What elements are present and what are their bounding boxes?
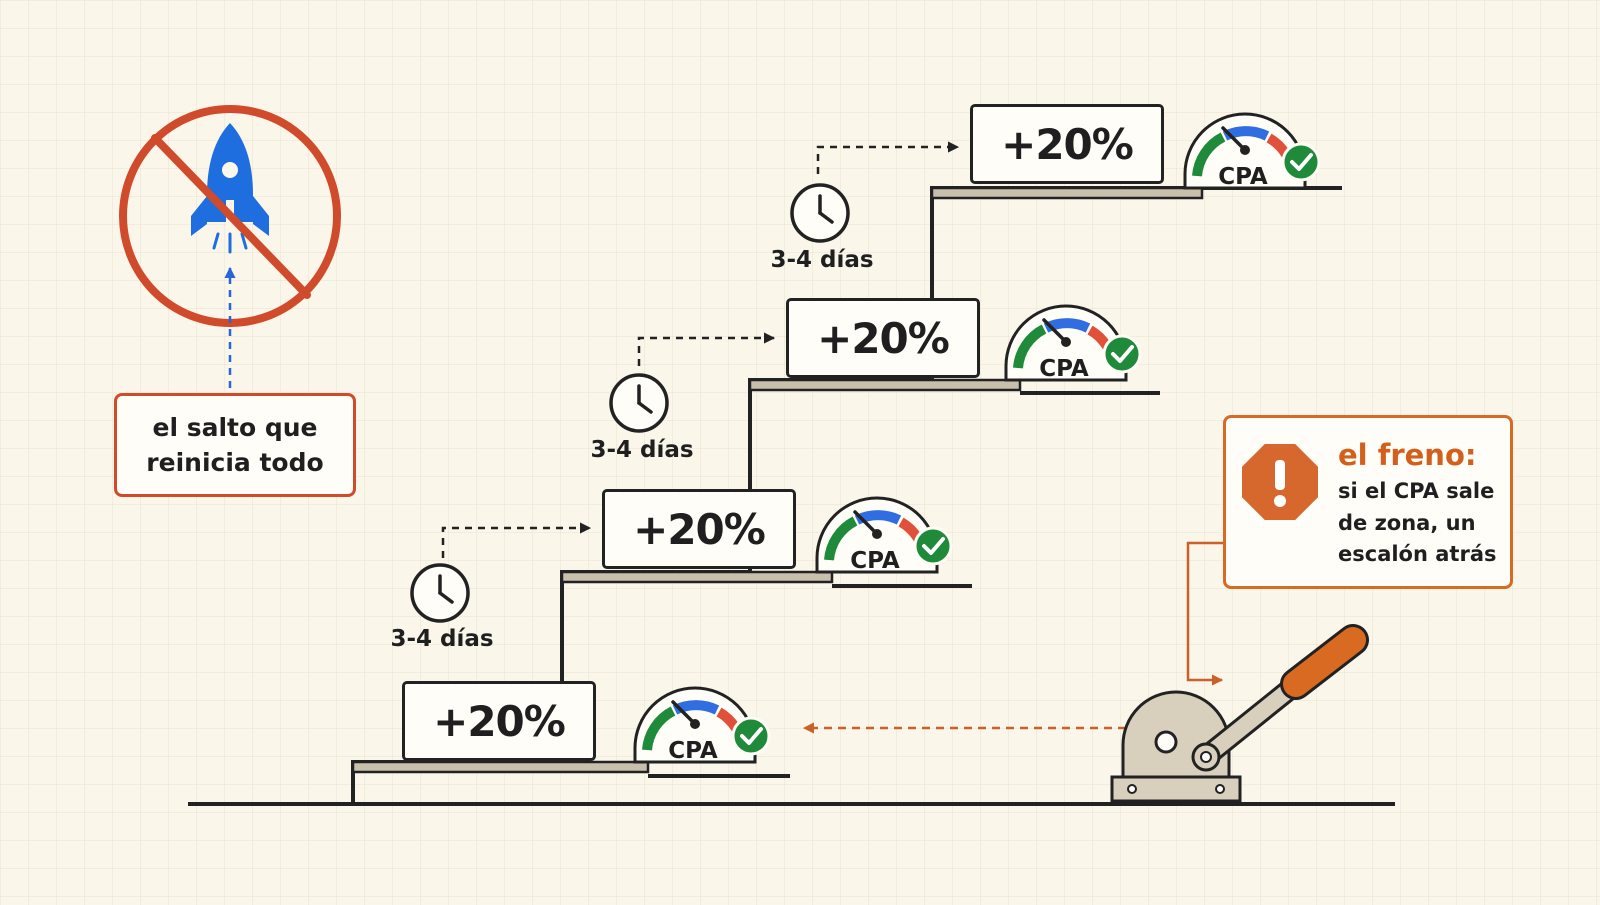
gauge-cpa-label: CPA [1039,356,1089,382]
gauge-cpa-label: CPA [850,548,900,574]
brake-title: el freno: [1338,438,1477,472]
brake-callout-arrow [1186,541,1224,686]
brake-text: si el CPA sale de zona, un escalón atrás [1338,479,1497,566]
wait-arrow-3 [816,141,960,174]
gauge-cpa-label: CPA [1218,164,1268,190]
checkmark-icon [1281,142,1321,182]
brake-lever-icon [1110,624,1369,803]
clock-icon [790,183,850,243]
rocket-note-line1: el salto que [152,412,318,442]
rocket-note-line2: reinicia todo [146,448,324,477]
wait-label: 3-4 días [770,247,874,273]
step-platform-2 [560,570,972,588]
gauge-icon: CPA [1004,304,1142,382]
step-platform-4 [930,186,1204,200]
gauge-icon: CPA [815,496,953,574]
step-increase-box: +20% [402,681,596,761]
gauge-cpa-label: CPA [668,738,718,764]
brake-callout-box: el freno: si el CPA sale de zona, un esc… [1223,415,1513,589]
clock-icon [410,563,470,623]
rocket-note-box: el salto que reinicia todo [114,393,356,497]
warning-octagon-icon [1242,444,1318,520]
step-increase-box: +20% [970,104,1164,184]
wait-arrow-2 [637,332,776,366]
clock-icon [609,373,669,433]
gauge-icon: CPA [633,686,771,764]
checkmark-icon [731,716,771,756]
step-increase-box: +20% [786,298,980,378]
wait-label: 3-4 días [390,626,494,652]
step-platform-1 [351,760,790,778]
checkmark-icon [1102,334,1142,374]
wait-label: 3-4 días [590,437,694,463]
gauge-icon: CPA [1183,112,1321,190]
rocket-icon [191,123,269,254]
step-platform-3 [748,378,1160,395]
wait-arrow-1 [441,522,592,558]
step-increase-box: +20% [602,489,796,569]
checkmark-icon [913,526,953,566]
